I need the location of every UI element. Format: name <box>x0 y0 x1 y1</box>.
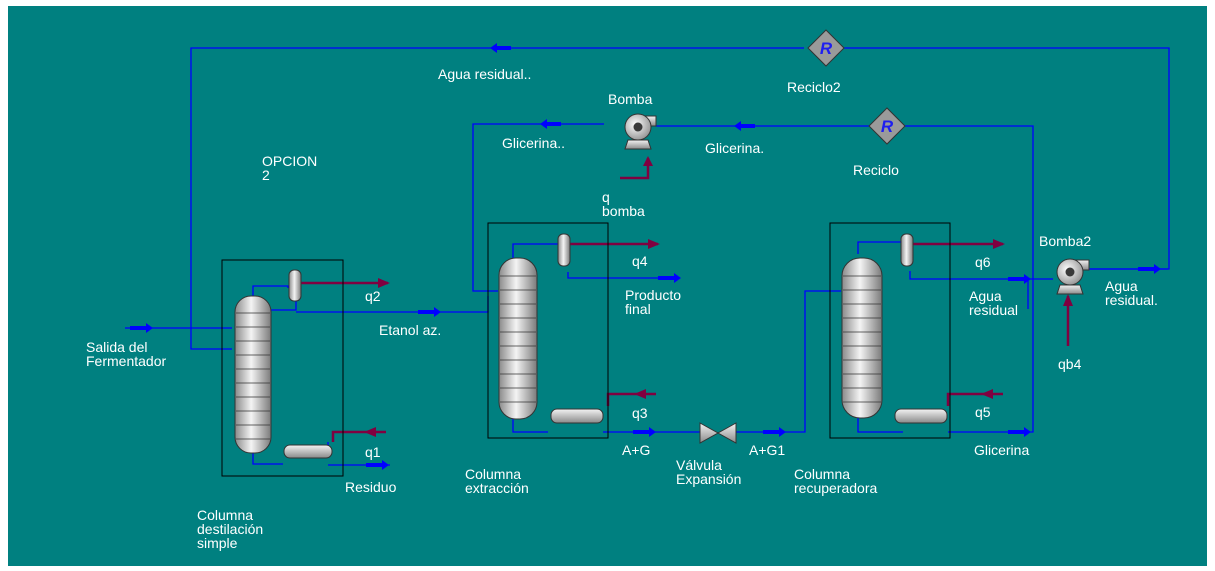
flowsheet-diagram: R R <box>125 29 1170 477</box>
agua-residual-top-line <box>190 47 804 328</box>
col1-reboiler <box>283 444 333 459</box>
ag-label: A+G <box>622 442 651 458</box>
q1-arrow <box>364 427 376 437</box>
col1-condenser <box>288 269 302 302</box>
residuo-label: Residuo <box>345 479 397 495</box>
qb4-arrow <box>1063 294 1073 306</box>
feed-label: Salida del Fermentador <box>86 339 167 369</box>
col2-reboiler <box>550 408 604 424</box>
reciclo-label: Reciclo <box>853 162 899 178</box>
col2-label: Columna extracción <box>465 466 529 496</box>
ag1-label: A+G1 <box>749 442 786 458</box>
q5-label: q5 <box>975 404 991 420</box>
reciclo2-symbol: R <box>820 39 833 58</box>
col3-tower-body <box>841 257 883 419</box>
glicerina-mid-label: Glicerina. <box>705 140 765 156</box>
reciclo2-label: Reciclo2 <box>787 79 841 95</box>
col2-overhead <box>567 272 673 279</box>
q2-label: q2 <box>365 288 381 304</box>
glicerina-out-line <box>948 309 1034 433</box>
bomba2-pump[interactable] <box>1056 258 1090 295</box>
col3-vapor-line <box>857 236 905 254</box>
column-extraccion[interactable] <box>487 222 609 439</box>
q4-arrow <box>648 239 660 249</box>
glicerina-left-line <box>472 123 604 292</box>
etanol-line <box>296 296 489 313</box>
col2-condenser <box>557 233 571 267</box>
flowsheet-canvas: R R OPCION 2 Salida del Fermentador Agua… <box>8 6 1207 566</box>
reciclo2-block[interactable]: R <box>807 29 845 67</box>
q1-line <box>331 430 386 442</box>
reciclo2-return-line <box>844 47 1170 270</box>
q4-label: q4 <box>632 253 648 269</box>
col3-label: Columna recuperadora <box>794 466 878 496</box>
col1-reboil <box>252 450 283 465</box>
producto-label: Producto final <box>625 287 682 317</box>
valvula-expansion[interactable] <box>699 422 737 444</box>
reciclo-symbol: R <box>881 117 894 136</box>
agua-residual-top-label: Agua residual.. <box>438 66 532 82</box>
valvula-label: Válvula Expansión <box>676 457 742 487</box>
glicerina-out-label: Glicerina <box>974 442 1030 458</box>
col2-tower-body <box>498 257 538 420</box>
etanol-label: Etanol az. <box>379 322 442 338</box>
ag1-line <box>733 290 841 433</box>
glicerina-recycle-line <box>905 125 1034 309</box>
col1-label: Columna destilación simple <box>197 507 264 551</box>
col3-condenser <box>900 233 914 267</box>
qbomba-label: q bomba <box>602 189 645 219</box>
q2-arrow <box>378 278 390 288</box>
col2-vapor-line <box>512 237 561 261</box>
agua-col3-label: Agua residual <box>969 288 1019 318</box>
col3-overhead <box>909 271 1053 280</box>
agua-pump2-label: Agua residual. <box>1105 278 1158 308</box>
opcion-note: OPCION 2 <box>262 153 318 183</box>
bomba2-label: Bomba2 <box>1039 233 1092 249</box>
col1-vapor-line <box>252 285 289 297</box>
bomba-pump[interactable] <box>624 113 657 150</box>
bomba-label: Bomba <box>608 91 653 107</box>
q6-label: q6 <box>975 254 991 270</box>
qbomba-arrow <box>643 156 653 166</box>
feed-line-lower <box>190 328 232 350</box>
q1-label: q1 <box>365 444 381 460</box>
column-destilacion-simple[interactable] <box>221 259 344 477</box>
q5-arrow <box>981 389 993 399</box>
col3-reboiler <box>894 408 948 424</box>
glicerina-left-label: Glicerina.. <box>502 135 566 151</box>
q3-label: q3 <box>632 405 648 421</box>
q3-arrow <box>634 389 646 399</box>
reciclo-block[interactable]: R <box>868 107 906 145</box>
qb4-label: qb4 <box>1058 356 1082 372</box>
qbomba-line <box>620 158 650 180</box>
column-recuperadora[interactable] <box>829 222 951 439</box>
col1-tower-body <box>234 295 272 454</box>
q6-arrow <box>993 239 1005 249</box>
